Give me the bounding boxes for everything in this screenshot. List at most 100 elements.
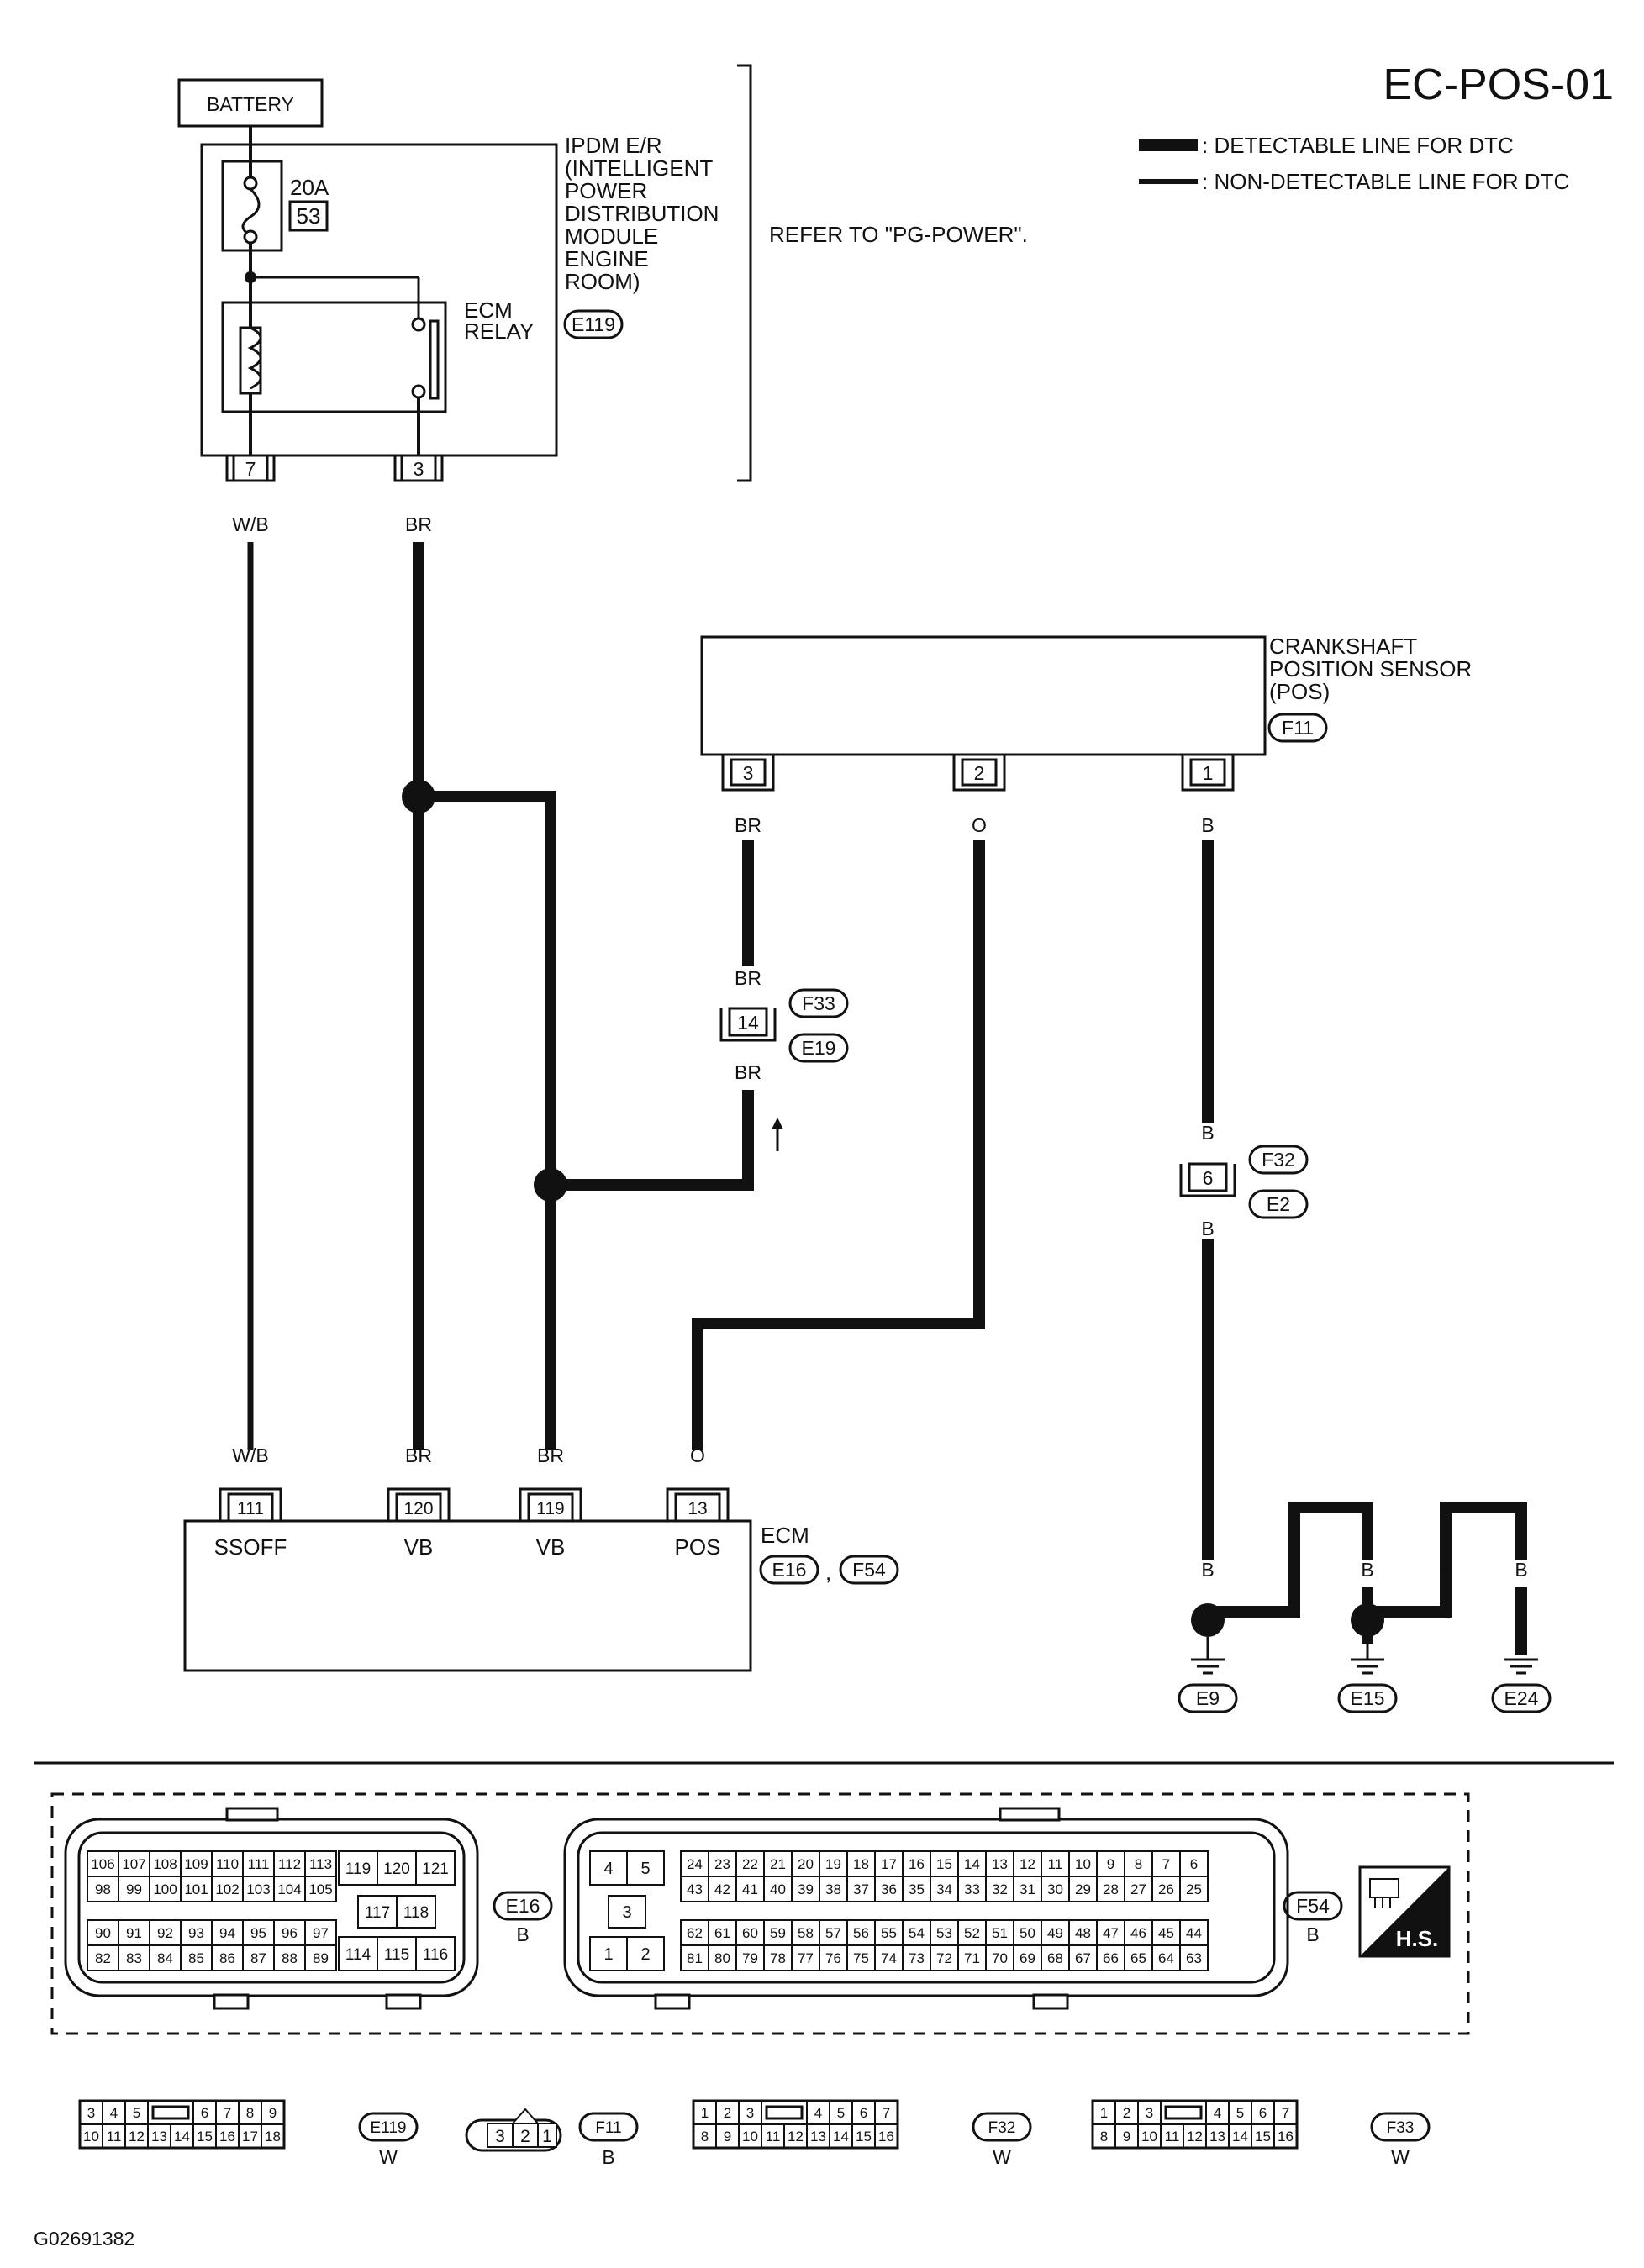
pin-number: 92 <box>157 1925 173 1941</box>
e119-pin-12 <box>124 2123 149 2149</box>
pin-number: 3 <box>87 2105 95 2121</box>
diagram-title: EC-POS-01 <box>1383 61 1614 109</box>
pin-number: 13 <box>1209 2129 1225 2144</box>
pin-number: 7 <box>224 2105 231 2121</box>
f32-color: W <box>993 2146 1011 2168</box>
e16-pin-97 <box>304 1919 337 1946</box>
e16-pin-114 <box>338 1936 378 1971</box>
wire-color-b-g5: B <box>1515 1559 1527 1581</box>
f54-pin-33 <box>957 1876 987 1902</box>
pin-number: 62 <box>687 1925 703 1941</box>
pin-number: 3 <box>746 2105 754 2121</box>
pin-number: 15 <box>856 2129 872 2144</box>
f33-pin-6 <box>1251 2100 1275 2125</box>
pin-number: 78 <box>770 1950 786 1966</box>
pin-number: 13 <box>151 2129 167 2144</box>
f32-pin-12 <box>783 2123 808 2149</box>
pin-number: 71 <box>964 1950 980 1966</box>
pin-number: 20 <box>798 1856 814 1872</box>
pin-number: 108 <box>153 1856 177 1872</box>
pin-number: 1 <box>1100 2105 1108 2121</box>
arrow-up-icon <box>772 1118 783 1151</box>
sensor-pin-3: 3 <box>721 755 775 792</box>
f54-pin-11 <box>1041 1850 1070 1877</box>
ipdm-label-7: ROOM) <box>565 269 640 294</box>
ecm-connector-separator: , <box>825 1560 831 1585</box>
pin-number: 117 <box>365 1904 390 1922</box>
figure-id: G02691382 <box>34 2228 134 2250</box>
pin-number: 114 <box>345 1946 371 1964</box>
f54-pin-3 <box>608 1895 646 1929</box>
f54-pin-26 <box>1151 1876 1181 1902</box>
e16-pin-82 <box>87 1944 119 1971</box>
pin-number: 115 <box>384 1946 409 1964</box>
pin-number: 38 <box>825 1881 841 1897</box>
pin-number: 67 <box>1075 1950 1091 1966</box>
svg-text:2: 2 <box>974 762 985 784</box>
pin-number: 8 <box>701 2129 709 2144</box>
ipdm-label-1: IPDM E/R <box>565 133 662 158</box>
svg-text:3: 3 <box>495 2127 505 2146</box>
wires <box>247 542 1527 1655</box>
pin-number: 6 <box>201 2105 208 2121</box>
sensor-label-1: CRANKSHAFT <box>1269 634 1417 659</box>
pin-number: 57 <box>825 1925 841 1941</box>
f54-pin-79 <box>735 1944 765 1971</box>
f33-outline <box>1091 2099 1299 2150</box>
f11-color: B <box>602 2146 614 2168</box>
e16-pin-116 <box>415 1936 456 1971</box>
pin-number: 33 <box>964 1881 980 1897</box>
f54-pin-20 <box>791 1850 820 1877</box>
pin-number: 2 <box>640 1945 650 1964</box>
f54-pin-47 <box>1096 1919 1125 1946</box>
ipdm-label-6: ENGINE <box>565 246 649 271</box>
f54-pin-65 <box>1124 1944 1153 1971</box>
ecm-pin-13: 13 <box>666 1487 730 1523</box>
pin-number: 54 <box>909 1925 925 1941</box>
pin-number: 107 <box>122 1856 145 1872</box>
ecm-pin-120: 120 <box>387 1487 451 1523</box>
svg-text:6: 6 <box>1203 1167 1214 1189</box>
e16-pin-112 <box>273 1850 306 1877</box>
ecm-terminal-vb-1: VB <box>404 1534 434 1560</box>
pin-number: 14 <box>833 2129 849 2144</box>
pin-number: 4 <box>814 2105 822 2121</box>
pin-number: 83 <box>126 1950 142 1966</box>
pin-number: 64 <box>1158 1950 1174 1966</box>
ipdm-pin-3: 3 <box>393 454 444 482</box>
ipdm-pin-7: 7 <box>225 454 276 482</box>
pin-number: 73 <box>909 1950 925 1966</box>
f54-color: B <box>1306 1923 1319 1945</box>
e16-pin-109 <box>180 1850 213 1877</box>
j6-lower-id: E2 <box>1267 1193 1290 1215</box>
pin-number: 32 <box>992 1881 1008 1897</box>
pin-number: 1 <box>603 1945 613 1964</box>
pin-number: 24 <box>687 1856 703 1872</box>
pin-number: 112 <box>278 1856 301 1872</box>
pin-number: 15 <box>1255 2129 1271 2144</box>
pin-number: 86 <box>219 1950 235 1966</box>
wire-br-sensor-bottom <box>551 1090 754 1191</box>
pin-number: 4 <box>110 2105 118 2121</box>
battery-label: BATTERY <box>207 93 294 115</box>
e16-pin-99 <box>118 1876 150 1902</box>
pin-number: 59 <box>770 1925 786 1941</box>
pin-number: 101 <box>184 1881 208 1897</box>
joint-connector-6: 6 <box>1179 1162 1236 1197</box>
pin-number: 90 <box>95 1925 111 1941</box>
pin-number: 6 <box>1259 2105 1267 2121</box>
pin-number: 8 <box>246 2105 254 2121</box>
joint-connector-14: 14 <box>719 1007 777 1042</box>
pin-number: 75 <box>853 1950 869 1966</box>
e119-color: W <box>379 2146 398 2168</box>
ecm-relay-label-1: ECM <box>464 297 513 323</box>
pin-number: 5 <box>640 1860 650 1878</box>
f54-pin-39 <box>791 1876 820 1902</box>
pin-number: 10 <box>1075 1856 1091 1872</box>
e119-pin-9 <box>261 2100 285 2125</box>
connector-latch <box>765 2105 804 2120</box>
e16-color: B <box>516 1923 529 1945</box>
pin-number: 110 <box>216 1856 239 1872</box>
pin-number: 30 <box>1047 1881 1063 1897</box>
